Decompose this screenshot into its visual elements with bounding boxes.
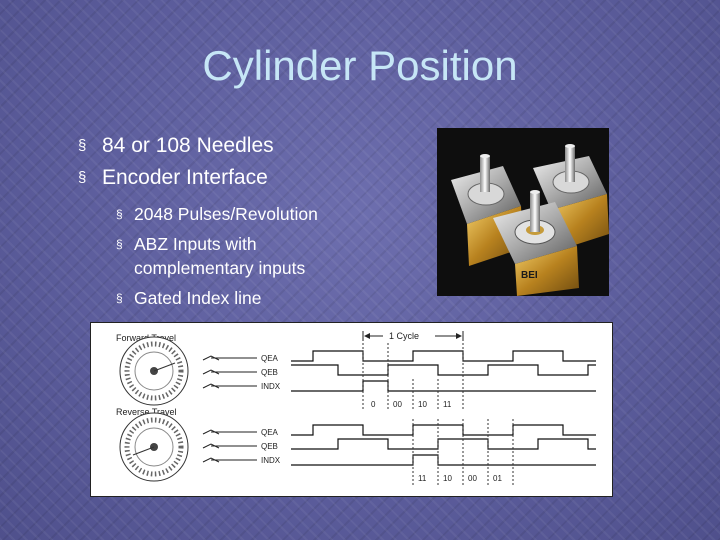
sub-bullet-abz: § ABZ Inputs with complementary inputs (116, 232, 354, 280)
forward-sensor-arrows (202, 355, 257, 389)
sub-bullet-pulses: § 2048 Pulses/Revolution (116, 202, 354, 226)
forward-qea-waveform (291, 350, 596, 362)
sub-bullet-index: § Gated Index line (116, 286, 354, 310)
bullet-marker-icon: § (78, 137, 87, 154)
reverse-state-2: 00 (468, 474, 477, 483)
reverse-indx-waveform (291, 454, 596, 466)
forward-signal-indx: INDX (261, 382, 281, 391)
forward-state-3: 11 (443, 400, 452, 409)
sub-bullet-marker-icon: § (116, 237, 123, 251)
reverse-signal-indx: INDX (261, 456, 281, 465)
sub-bullet-text: ABZ Inputs with complementary inputs (134, 234, 306, 278)
reverse-sensor-arrows (202, 429, 257, 463)
forward-signal-qeb: QEB (261, 368, 278, 377)
bullet-marker-icon: § (78, 169, 87, 186)
encoder-disc-forward (119, 336, 189, 406)
encoder-photo: BEI (437, 128, 609, 296)
sub-bullet-text: 2048 Pulses/Revolution (134, 204, 318, 224)
sub-bullet-list: § 2048 Pulses/Revolution § ABZ Inputs wi… (116, 202, 354, 310)
forward-qeb-waveform (291, 364, 596, 376)
sub-bullet-marker-icon: § (116, 291, 123, 305)
bullet-text: 84 or 108 Needles (102, 134, 274, 157)
encoder-front: BEI (493, 190, 579, 296)
forward-signal-qea: QEA (261, 354, 279, 363)
encoder-disc-reverse (119, 412, 189, 482)
reverse-state-3: 01 (493, 474, 502, 483)
forward-guide-lines (362, 343, 464, 409)
reverse-qea-waveform (291, 424, 596, 436)
encoder-right (533, 144, 609, 252)
sub-bullet-text: Gated Index line (134, 288, 262, 308)
reverse-signal-qea: QEA (261, 428, 279, 437)
cycle-label: 1 Cycle (389, 331, 419, 341)
reverse-qeb-waveform (291, 438, 596, 450)
bullet-needles: § 84 or 108 Needles (78, 132, 354, 164)
bullet-encoder-interface: § Encoder Interface (78, 164, 354, 196)
bullet-list: § 84 or 108 Needles § Encoder Interface … (78, 132, 354, 316)
reverse-travel-label: Reverse Travel (116, 407, 177, 417)
sub-bullet-group: § 2048 Pulses/Revolution § ABZ Inputs wi… (78, 202, 354, 310)
forward-state-2: 10 (418, 400, 427, 409)
encoder-timing-diagram: Forward Travel Reverse Travel 1 Cycle (90, 322, 613, 497)
reverse-signal-qeb: QEB (261, 442, 278, 451)
encoder-photo-illustration: BEI (437, 128, 609, 296)
reverse-guide-lines (412, 419, 514, 485)
bullet-text: Encoder Interface (102, 166, 268, 189)
forward-state-0: 0 (371, 400, 376, 409)
forward-state-1: 00 (393, 400, 402, 409)
forward-indx-waveform (291, 380, 596, 392)
slide-title: Cylinder Position (202, 42, 518, 89)
cycle-dimension: 1 Cycle (362, 331, 464, 341)
encoder-logo-text: BEI (521, 270, 538, 281)
sub-bullet-marker-icon: § (116, 207, 123, 221)
timing-diagram-svg: Forward Travel Reverse Travel 1 Cycle (116, 331, 596, 485)
reverse-state-0: 11 (418, 474, 427, 483)
reverse-state-1: 10 (443, 474, 452, 483)
